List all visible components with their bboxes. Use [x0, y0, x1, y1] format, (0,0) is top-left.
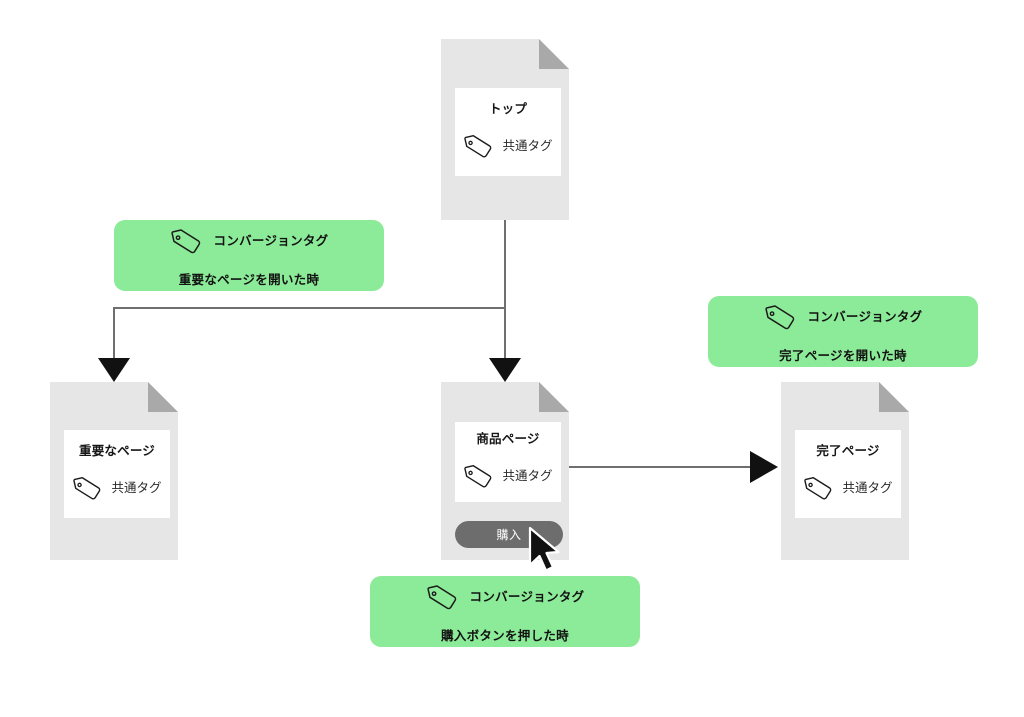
price-tag-icon	[464, 465, 492, 488]
cursor-arrow-icon	[528, 526, 560, 572]
common-tag-row: 共通タグ	[463, 461, 553, 491]
page-title: トップ	[488, 101, 528, 116]
callout-title: コンバージョンタグ	[213, 233, 329, 248]
price-tag-icon	[170, 229, 200, 253]
common-tag-label: 共通タグ	[111, 481, 162, 495]
callout-subtitle: 購入ボタンを押した時	[440, 628, 569, 643]
connector-top-to-important	[113, 307, 505, 358]
callout-important-page-open[interactable]: コンバージョンタグ 重要なページを開いた時	[114, 220, 384, 291]
arrowhead-important	[98, 358, 130, 382]
page-inner-panel: 重要なページ 共通タグ	[64, 430, 170, 518]
common-tag-label: 共通タグ	[502, 469, 553, 483]
page-title: 完了ページ	[816, 443, 880, 458]
callout-title: コンバージョンタグ	[469, 589, 585, 604]
callout-buy-button-pressed[interactable]: コンバージョンタグ 購入ボタンを押した時	[370, 576, 640, 647]
common-tag-label: 共通タグ	[502, 139, 553, 153]
page-fold-corner	[539, 39, 569, 69]
page-fold-corner	[539, 382, 569, 412]
price-tag-icon	[764, 305, 794, 329]
page-inner-panel: トップ 共通タグ	[455, 88, 561, 176]
price-tag-icon	[804, 477, 832, 500]
callout-header: コンバージョンタグ	[426, 581, 585, 613]
arrowhead-complete	[750, 451, 778, 483]
page-title: 商品ページ	[476, 431, 540, 446]
price-tag-icon	[464, 135, 492, 158]
callout-header: コンバージョンタグ	[764, 301, 923, 333]
arrowhead-product	[489, 358, 521, 382]
page-card-complete[interactable]: 完了ページ 共通タグ	[781, 382, 909, 560]
callout-header: コンバージョンタグ	[170, 225, 329, 257]
page-inner-panel: 商品ページ 共通タグ	[455, 422, 561, 502]
callout-subtitle: 重要なページを開いた時	[178, 272, 320, 287]
page-card-important[interactable]: 重要なページ 共通タグ	[50, 382, 178, 560]
callout-subtitle: 完了ページを開いた時	[779, 348, 907, 363]
page-fold-corner	[879, 382, 909, 412]
page-title: 重要なページ	[79, 443, 155, 458]
page-inner-panel: 完了ページ 共通タグ	[795, 430, 901, 518]
price-tag-icon	[73, 477, 101, 500]
page-fold-corner	[148, 382, 178, 412]
common-tag-row: 共通タグ	[463, 131, 553, 161]
price-tag-icon	[426, 585, 456, 609]
callout-complete-page-open[interactable]: コンバージョンタグ 完了ページを開いた時	[708, 296, 978, 367]
common-tag-label: 共通タグ	[842, 481, 893, 495]
common-tag-row: 共通タグ	[72, 473, 162, 503]
buy-button-label: 購入	[496, 528, 522, 542]
callout-title: コンバージョンタグ	[807, 309, 923, 324]
common-tag-row: 共通タグ	[803, 473, 893, 503]
page-card-top[interactable]: トップ 共通タグ	[441, 39, 569, 220]
